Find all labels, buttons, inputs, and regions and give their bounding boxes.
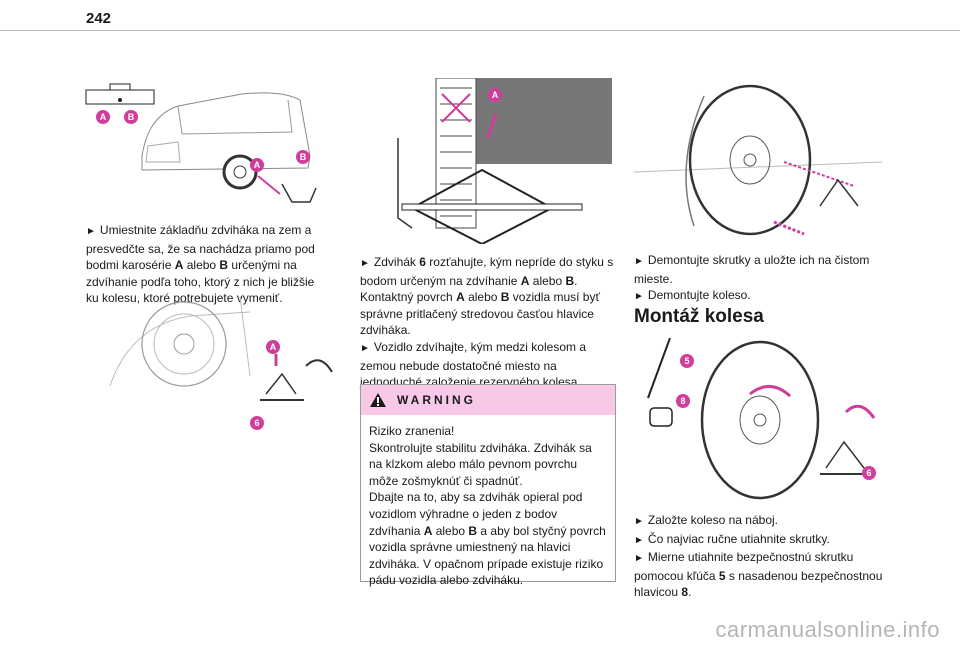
paragraph: Skontrolujte stabilitu zdviháka. Zdvihák… bbox=[369, 440, 607, 490]
badge-a: A bbox=[488, 88, 502, 102]
text-run: alebo bbox=[183, 258, 220, 273]
badge-a: A bbox=[266, 340, 280, 354]
bullet-arrow-icon: ► bbox=[634, 291, 644, 303]
badge-b: B bbox=[296, 150, 310, 164]
bullet-arrow-icon: ► bbox=[634, 256, 644, 267]
paragraph: ►Umiestnite základňu zdviháka na zem a p… bbox=[86, 222, 326, 307]
badge-b: B bbox=[124, 110, 138, 124]
warning-triangle-icon bbox=[370, 393, 386, 407]
bullet-arrow-icon: ► bbox=[634, 516, 644, 527]
text-run: alebo bbox=[432, 523, 469, 538]
text-run: Umiestnite základňu zdviháka na zem a pr… bbox=[86, 223, 315, 273]
right-instructions-mounting: ►Založte koleso na náboj.►Čo najviac ruč… bbox=[634, 512, 894, 601]
bold-ref: A bbox=[423, 523, 433, 538]
text-run: . bbox=[688, 585, 692, 600]
text-run: Založte koleso na náboj. bbox=[647, 513, 778, 527]
text-run: s nasadenou bezpečnostnou hlavicou bbox=[634, 568, 883, 600]
text-run: Čo najviac ručne utiahnite skrutky. bbox=[647, 531, 830, 546]
watermark: carmanualsonline.info bbox=[715, 617, 940, 642]
text-run: alebo bbox=[464, 290, 501, 305]
left-instruction: ►Umiestnite základňu zdviháka na zem a p… bbox=[86, 222, 326, 307]
warning-header: WARNING bbox=[361, 385, 615, 415]
badge-6: 6 bbox=[250, 416, 264, 430]
warning-title: WARNING bbox=[397, 393, 476, 407]
badge-6: 6 bbox=[862, 466, 876, 480]
bold-ref: 6 bbox=[419, 255, 426, 269]
text-run: alebo bbox=[529, 273, 566, 288]
paragraph: ►Vozidlo zdvíhajte, kým medzi kolesom a … bbox=[360, 339, 616, 391]
warning-box: WARNING Riziko zranenia! Skontrolujte sta… bbox=[360, 384, 616, 587]
paragraph: ►Mierne utiahnite bezpečnostnú skrutku p… bbox=[634, 549, 894, 601]
text-run: Demontujte skrutky a uložte ich na čisto… bbox=[634, 253, 870, 286]
wheel-mounting-illustration bbox=[647, 338, 876, 500]
bullet-arrow-icon: ► bbox=[634, 553, 644, 565]
text-run: a aby bol styčný povrch vozidla správne … bbox=[369, 523, 606, 588]
middle-instructions: ►Zdvihák 6 rozťahujte, kým nepríde do st… bbox=[360, 254, 616, 391]
bold-ref: A bbox=[520, 273, 530, 288]
page-number: 242 bbox=[86, 10, 112, 27]
bullet-arrow-icon: ► bbox=[360, 258, 370, 269]
text-run: . Kontaktný povrch bbox=[360, 273, 578, 305]
text-run: Zdvihák bbox=[373, 255, 420, 269]
paragraph: ►Čo najviac ručne utiahnite skrutky. bbox=[634, 531, 894, 550]
text-run: Vozidlo zdvíhajte, kým medzi kolesom a z… bbox=[360, 339, 586, 390]
wheel-removal-illustration bbox=[634, 84, 882, 236]
badge-a: A bbox=[250, 158, 264, 172]
top-rule bbox=[0, 30, 960, 31]
car-jack-position-illustration bbox=[85, 83, 317, 203]
text-run: Dbajte na to, aby sa zdvihák opieral pod… bbox=[369, 490, 583, 538]
text-run: Mierne utiahnite bezpečnostnú skrutku po… bbox=[634, 550, 854, 583]
paragraph: Dbajte na to, aby sa zdvihák opieral pod… bbox=[369, 489, 607, 589]
text-run: rozťahujte, kým nepríde do styku s bodom… bbox=[360, 255, 614, 288]
bold-ref: A bbox=[456, 290, 465, 305]
text-run: Skontrolujte stabilitu zdviháka. Zdvihák… bbox=[369, 440, 592, 488]
paragraph: ►Zdvihák 6 rozťahujte, kým nepríde do st… bbox=[360, 254, 616, 339]
paragraph: ►Založte koleso na náboj. bbox=[634, 512, 894, 531]
bold-ref: 8 bbox=[681, 585, 689, 600]
paragraph: Riziko zranenia! bbox=[369, 423, 607, 440]
bold-ref: B bbox=[219, 258, 229, 273]
text-run: Riziko zranenia! bbox=[369, 424, 455, 438]
text-run: určenými na zdvíhanie podľa toho, ktorý … bbox=[86, 258, 315, 306]
paragraph: ►Demontujte skrutky a uložte ich na čist… bbox=[634, 252, 884, 287]
bullet-arrow-icon: ► bbox=[360, 342, 370, 354]
badge-5: 5 bbox=[680, 354, 694, 368]
bold-ref: 5 bbox=[718, 568, 726, 583]
right-instructions-removal: ►Demontujte skrutky a uložte ich na čist… bbox=[634, 252, 884, 306]
bullet-arrow-icon: ► bbox=[86, 226, 96, 237]
text-run: vozidla musí byť správne pritlačený stre… bbox=[360, 290, 600, 338]
bold-ref: B bbox=[500, 290, 510, 305]
text-run: Demontujte koleso. bbox=[647, 288, 751, 303]
wheel-jack-illustration bbox=[109, 296, 333, 401]
bold-ref: B bbox=[565, 273, 575, 288]
section-title: Montáž kolesa bbox=[634, 306, 764, 327]
jack-contact-illustration bbox=[397, 78, 612, 244]
bold-ref: B bbox=[468, 523, 478, 538]
warning-body: Riziko zranenia! Skontrolujte stabilitu z… bbox=[361, 415, 615, 589]
badge-a: A bbox=[96, 110, 110, 124]
badge-8: 8 bbox=[676, 394, 690, 408]
paragraph: ►Demontujte koleso. bbox=[634, 287, 884, 306]
bold-ref: A bbox=[174, 258, 184, 273]
bullet-arrow-icon: ► bbox=[634, 534, 644, 546]
